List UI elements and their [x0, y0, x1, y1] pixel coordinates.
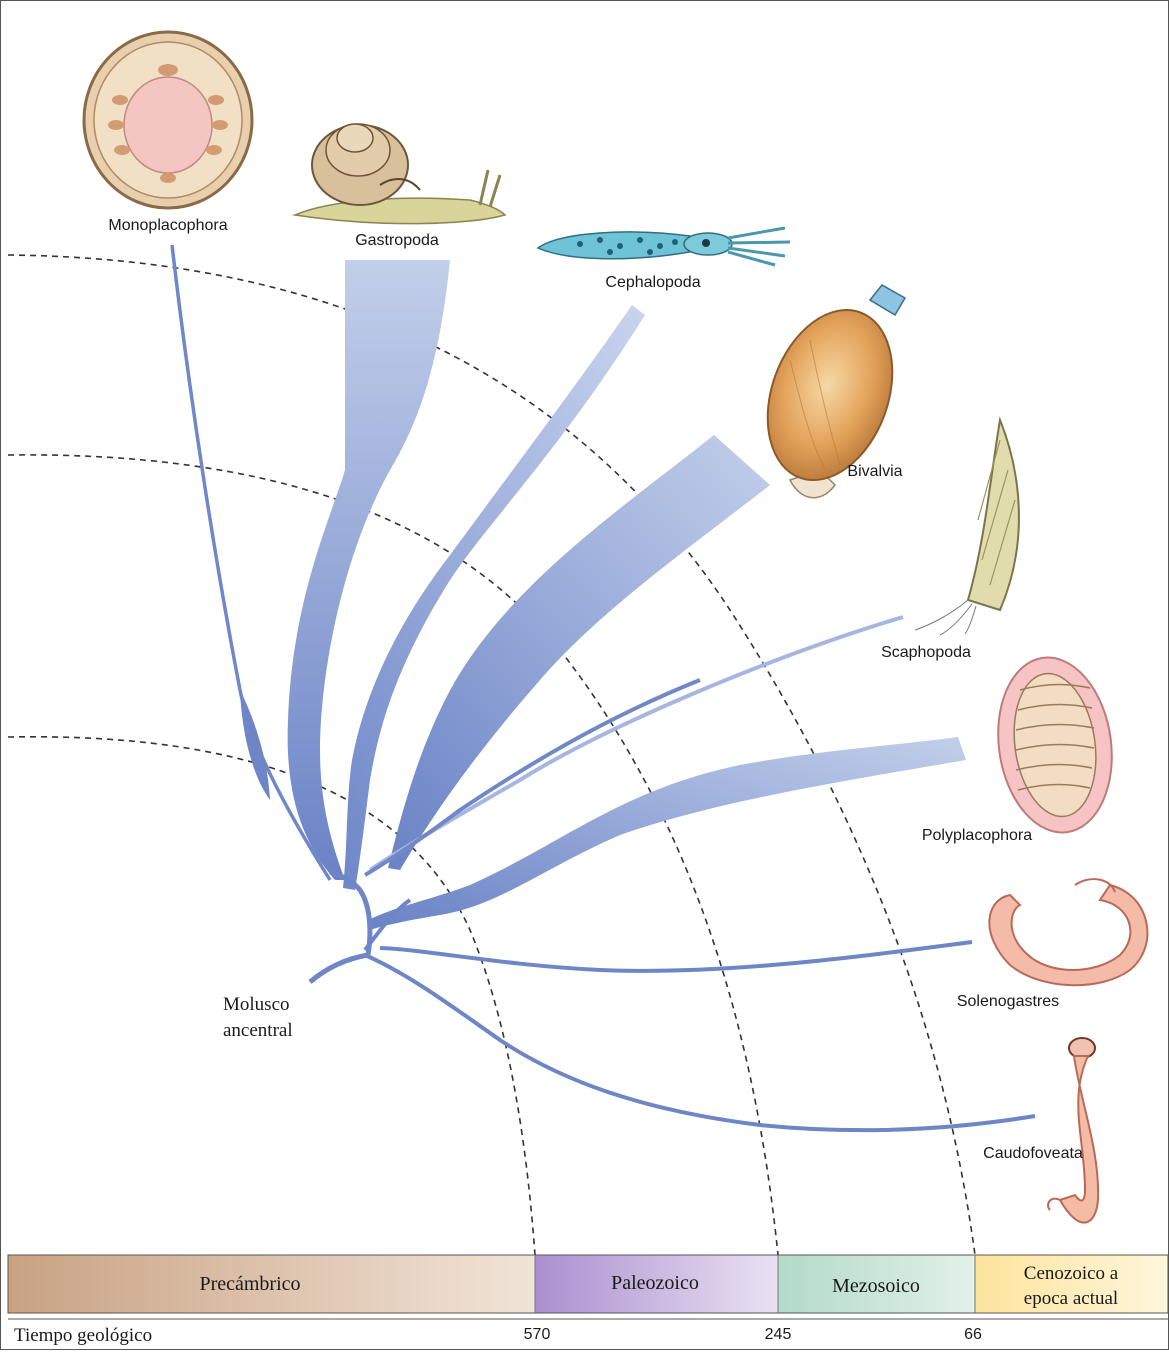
- era-label-cenozoic-line2: epoca actual: [1024, 1288, 1118, 1309]
- time-tick-66: 66: [964, 1326, 982, 1343]
- era-bar: Precámbrico Paleozoico Mezosoico Cenozoi…: [8, 1255, 1168, 1319]
- label-solenogastres: Solenogastres: [957, 993, 1059, 1010]
- label-scaphopoda: Scaphopoda: [881, 644, 971, 661]
- branch-monoplacophora-bulge: [240, 690, 270, 800]
- time-tick-570: 570: [524, 1326, 551, 1343]
- label-gastropoda: Gastropoda: [355, 232, 439, 249]
- era-label-mesozoic: Mezosoico: [832, 1275, 920, 1297]
- time-axis-label: Tiempo geológico: [14, 1325, 152, 1346]
- label-bivalvia: Bivalvia: [847, 463, 902, 480]
- era-label-precambrian: Precámbrico: [199, 1273, 300, 1295]
- era-label-cenozoic-line1: Cenozoico a: [1024, 1263, 1119, 1284]
- label-caudofoveata: Caudofoveata: [983, 1145, 1083, 1162]
- branch-root: [310, 872, 370, 982]
- time-tick-245: 245: [765, 1326, 792, 1343]
- label-cephalopoda: Cephalopoda: [605, 274, 700, 291]
- caudofoveata-illustration: [1048, 1038, 1098, 1223]
- polyplacophora-illustration: [987, 650, 1122, 840]
- solenogastres-illustration: [989, 879, 1147, 985]
- label-polyplacophora: Polyplacophora: [922, 827, 1032, 844]
- gastropoda-illustration: [295, 124, 505, 224]
- monoplacophora-illustration: [84, 32, 252, 208]
- tree-branches: [172, 245, 1035, 1130]
- branch-caudofoveata: [365, 955, 1035, 1130]
- era-label-paleozoic: Paleozoico: [611, 1272, 699, 1294]
- branch-solenogastres: [380, 942, 972, 971]
- root-label-line2: ancentral: [223, 1020, 293, 1041]
- scaphopoda-illustration: [915, 420, 1019, 635]
- label-monoplacophora: Monoplacophora: [108, 217, 227, 234]
- cephalopoda-illustration: [538, 228, 790, 265]
- root-label-line1: Molusco: [223, 994, 290, 1015]
